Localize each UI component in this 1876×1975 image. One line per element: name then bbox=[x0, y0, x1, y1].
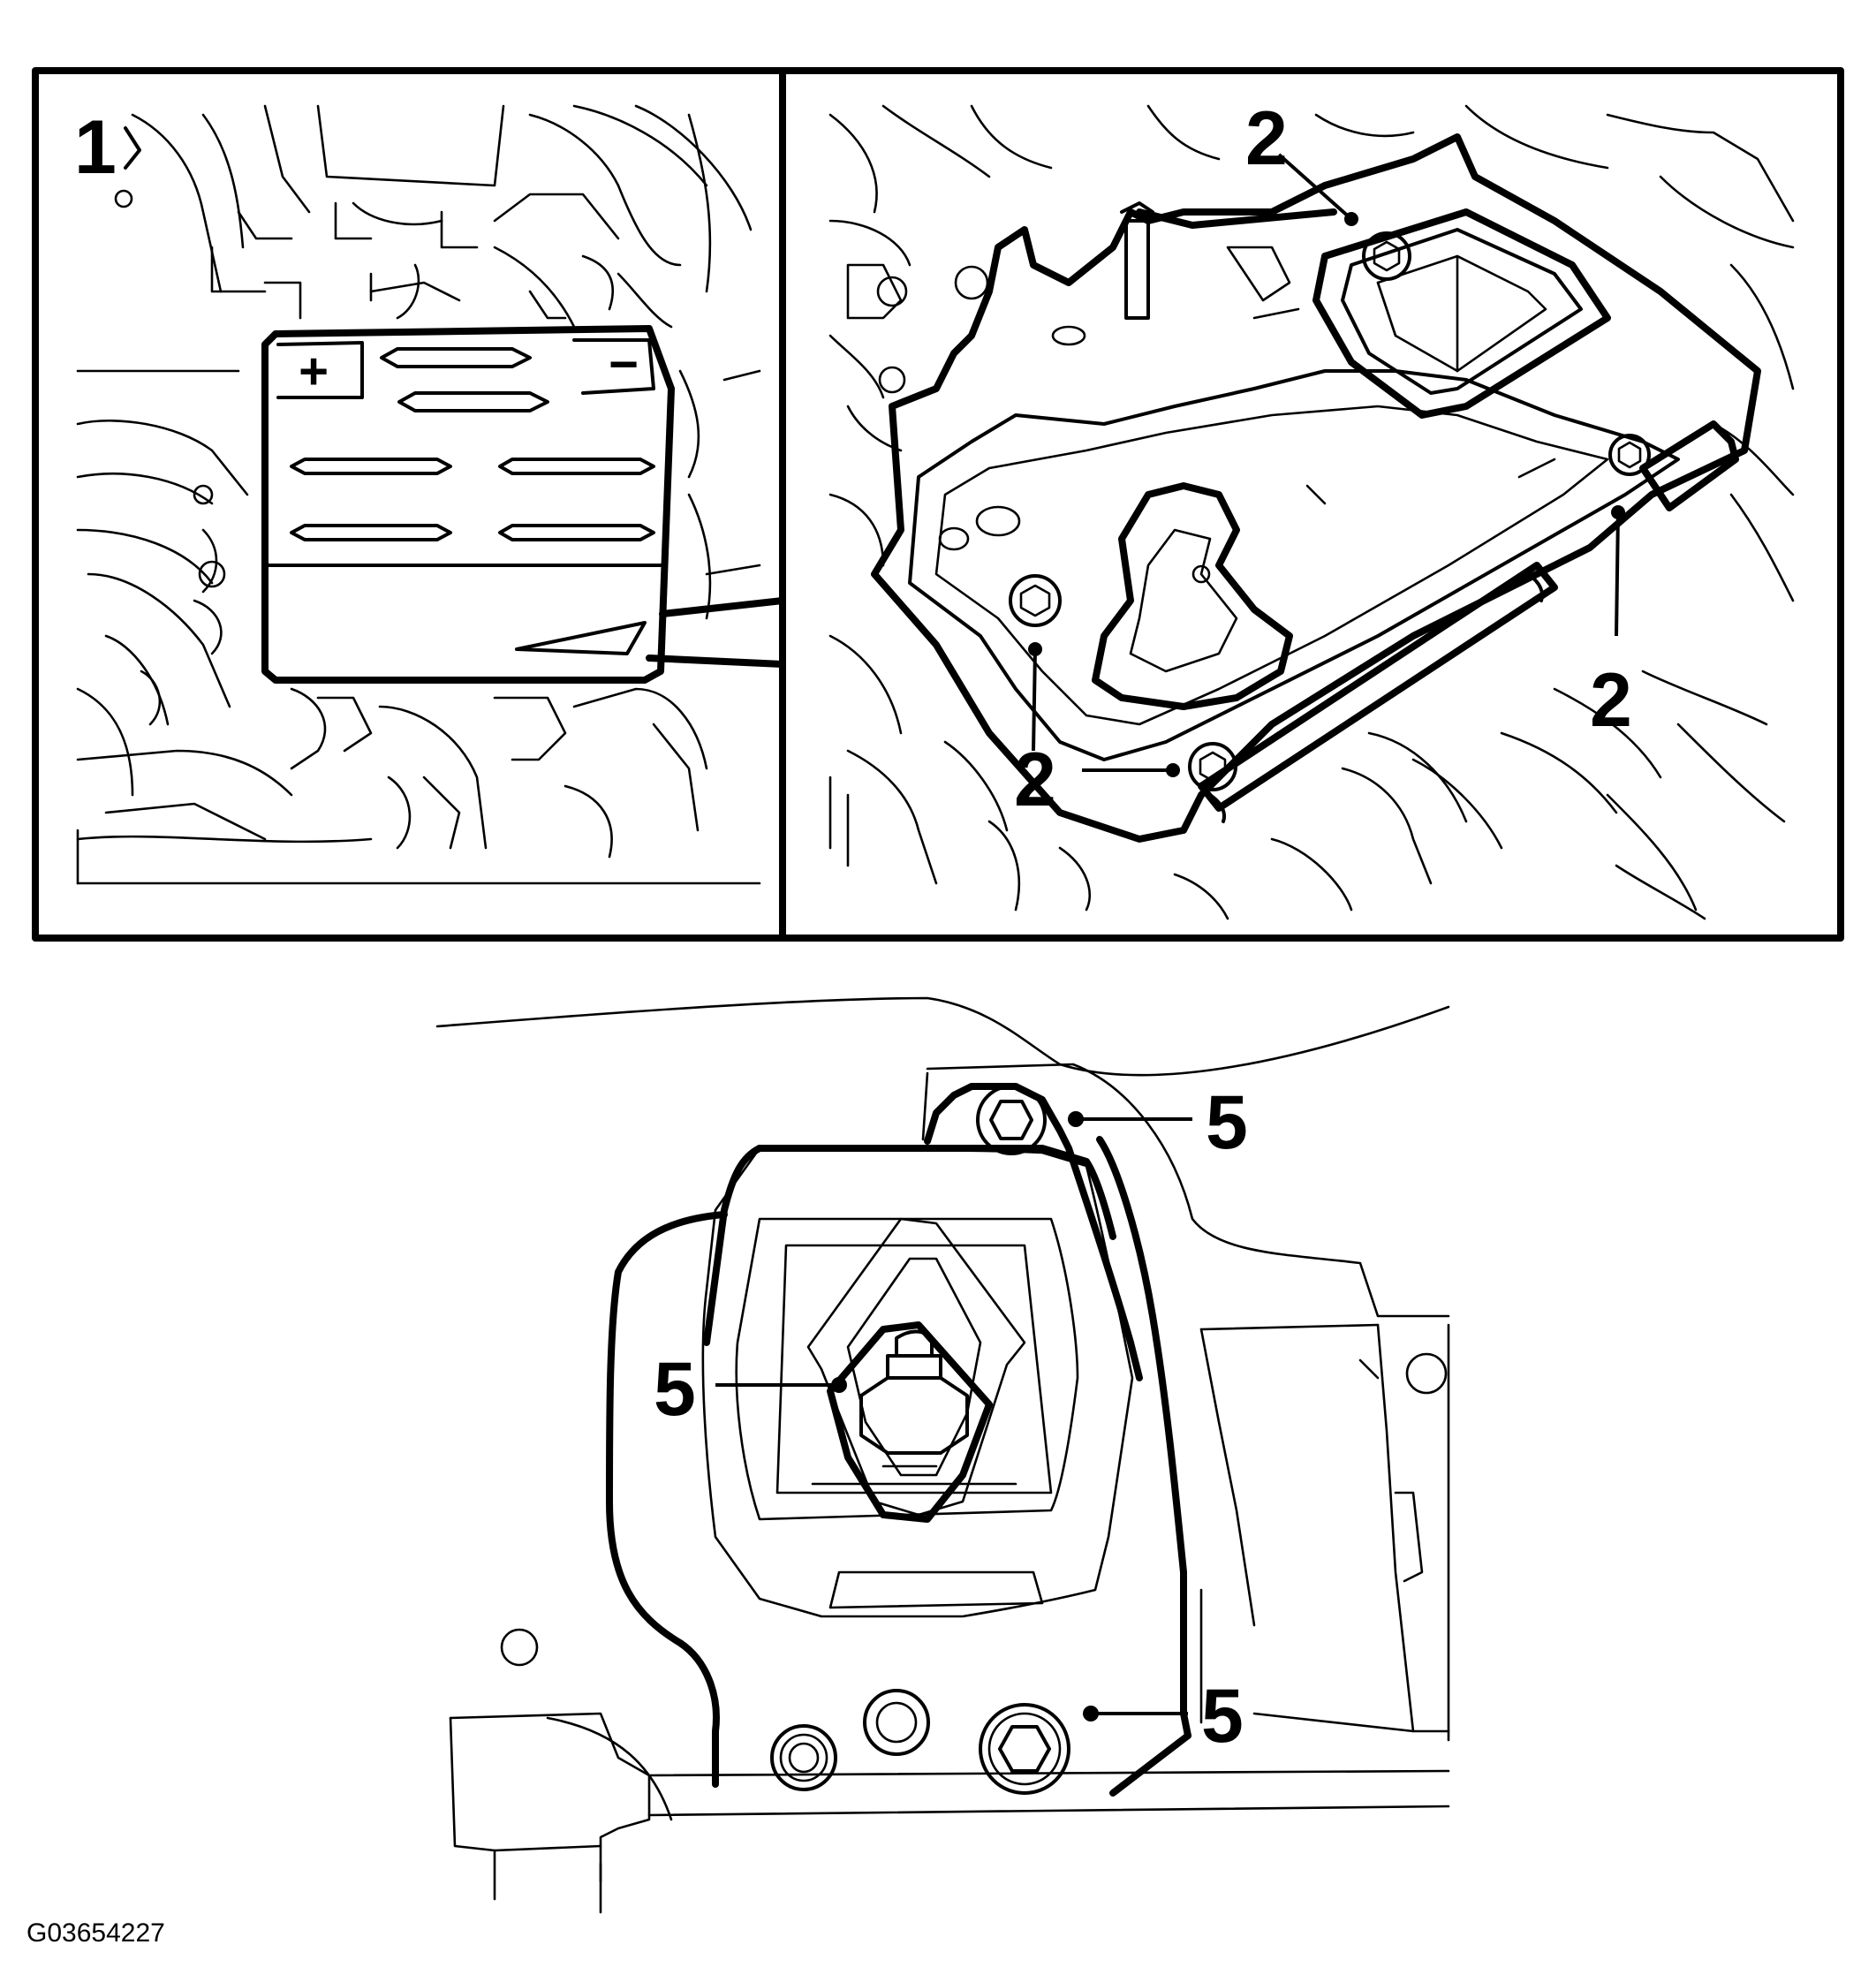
callout-2-right: 2 bbox=[1590, 658, 1632, 743]
battery-negative-symbol: − bbox=[609, 336, 639, 393]
mount-bolt-top bbox=[976, 1085, 1047, 1155]
panel-frame-right bbox=[779, 67, 1844, 942]
mount-surroundings bbox=[435, 996, 1450, 1914]
callout-5-leaders bbox=[715, 1111, 1192, 1722]
mount-bolt-bottom bbox=[979, 1703, 1070, 1795]
tray-bolt-top bbox=[1362, 231, 1411, 281]
panel-battery-tray: 2 2 2 2 bbox=[779, 67, 1844, 942]
panel-battery-location: + − 1 bbox=[32, 67, 786, 942]
zoom-connector bbox=[646, 597, 786, 668]
callout-2-leaders bbox=[1028, 153, 1625, 777]
callout-2-top: 2 bbox=[1245, 96, 1288, 181]
battery-tray bbox=[871, 133, 1761, 843]
engine-mount bbox=[701, 1146, 1134, 1618]
panel-engine-mount: 5 5 5 bbox=[435, 996, 1450, 1914]
callout-5-top: 5 bbox=[1206, 1080, 1248, 1165]
callout-2-left: 2 bbox=[1014, 738, 1056, 822]
tray-bolt-right bbox=[1608, 434, 1651, 476]
tray-bolt-left bbox=[1009, 574, 1062, 627]
mount-bolts bbox=[770, 1085, 1070, 1795]
callout-5-middle: 5 bbox=[654, 1347, 696, 1432]
tray-bolt-bottom bbox=[1188, 742, 1237, 791]
tray-surroundings bbox=[828, 104, 1795, 920]
callout-1-pointer bbox=[124, 126, 141, 170]
battery-positive-symbol: + bbox=[299, 343, 329, 400]
tray-bolts bbox=[1009, 231, 1651, 791]
figure-id: G03654227 bbox=[26, 1918, 165, 1948]
mount-outline bbox=[606, 1083, 1191, 1797]
callout-1: 1 bbox=[74, 105, 117, 190]
mount-nut-middle bbox=[863, 1689, 930, 1756]
battery bbox=[261, 325, 675, 684]
mount-nut-left bbox=[770, 1724, 837, 1791]
callout-5-bottom: 5 bbox=[1201, 1674, 1244, 1759]
engine-bay-background bbox=[76, 104, 761, 885]
